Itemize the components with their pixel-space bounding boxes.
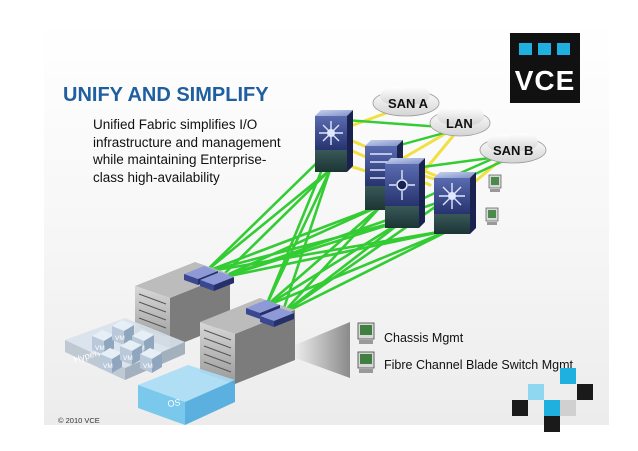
chassis-mgmt-label: Chassis Mgmt	[384, 331, 464, 345]
vm-cube: VM	[100, 348, 122, 373]
network-link	[418, 128, 460, 178]
vm-label: VM	[123, 355, 133, 362]
core-switch-left	[315, 110, 353, 172]
logo-text: VCE	[514, 65, 576, 96]
network-link	[203, 148, 332, 274]
vm-label: VM	[103, 363, 113, 370]
logo-square	[519, 43, 532, 55]
network-link	[218, 168, 332, 280]
vm-cube: VM	[112, 320, 134, 345]
pc-icon-chassis-mgmt	[357, 322, 375, 344]
cloud-lan	[429, 107, 491, 137]
pc-icon-middle	[485, 207, 499, 225]
mosaic-square	[544, 416, 560, 432]
core-switch-right	[434, 172, 476, 234]
vm-label: VM	[143, 363, 153, 370]
mosaic-square	[560, 368, 576, 384]
vm-cube: VM	[140, 348, 162, 373]
os-block: OS	[138, 365, 235, 425]
pc-icon-fc-mgmt	[357, 351, 375, 373]
copyright-footer: © 2010 VCE	[58, 416, 100, 425]
os-label: OS	[167, 397, 181, 409]
logo-square	[557, 43, 570, 55]
network-link	[264, 203, 384, 308]
mosaic-square	[577, 384, 593, 400]
vm-group: VMVMVMVMVMVM	[92, 320, 162, 373]
network-link	[218, 228, 452, 280]
fabric-interconnect-2	[200, 272, 234, 291]
vce-logo: VCE	[510, 33, 580, 103]
vm-label: VM	[115, 335, 125, 342]
cloud-san-b	[479, 133, 547, 164]
network-link	[280, 228, 452, 316]
vm-cube: VM	[120, 340, 142, 365]
vm-label: VM	[95, 345, 105, 352]
blade-chassis-front	[200, 298, 295, 384]
core-switch-front	[385, 158, 425, 228]
cloud-label-san-b: SAN B	[493, 143, 534, 158]
management-beam	[295, 322, 350, 378]
fc-switch-mgmt-label: Fibre Channel Blade Switch Mgmt	[384, 358, 573, 372]
network-link	[203, 168, 332, 274]
logo-square	[538, 43, 551, 55]
cloud-label-san-a: SAN A	[388, 96, 428, 111]
mosaic-square	[512, 400, 528, 416]
network-link	[280, 203, 384, 316]
slide-title: UNIFY AND SIMPLIFY	[63, 84, 269, 106]
network-link	[264, 228, 452, 308]
network-link	[280, 168, 332, 316]
mosaic-square	[528, 384, 544, 400]
network-link	[218, 203, 384, 280]
pc-icon-top	[488, 174, 502, 192]
mosaic-square	[544, 400, 560, 416]
fabric-interconnect-4	[260, 308, 294, 327]
network-link	[264, 148, 332, 308]
cloud-san-a	[372, 86, 440, 117]
cloud-label-lan: LAN	[446, 116, 473, 131]
slide-subtitle: Unified Fabric simplifies I/O infrastruc…	[93, 117, 281, 185]
mosaic-square	[560, 400, 576, 416]
